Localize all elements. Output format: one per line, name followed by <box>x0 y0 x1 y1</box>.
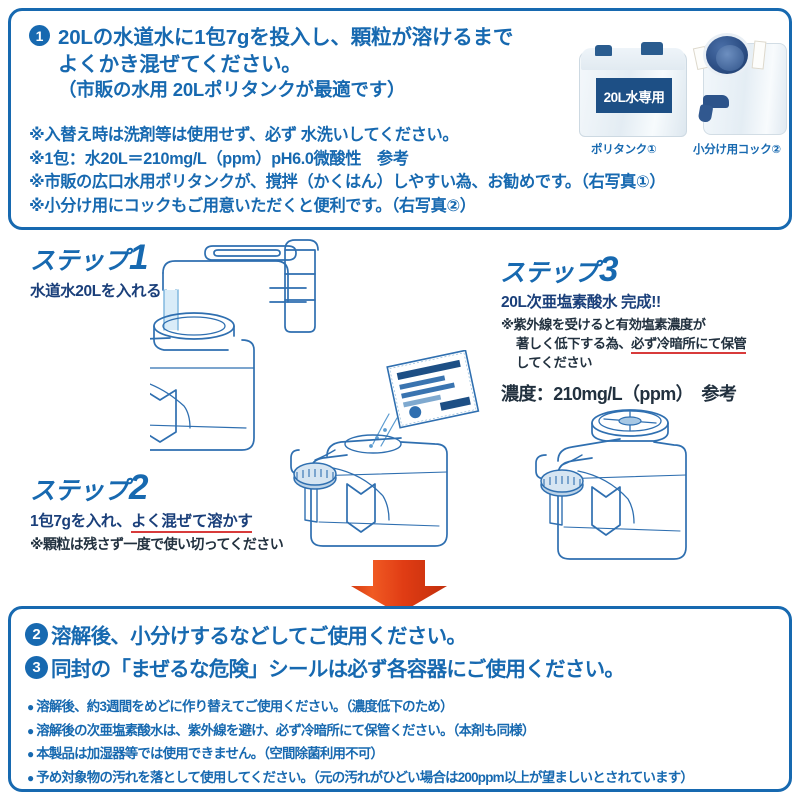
tank-screw-cap <box>293 462 337 490</box>
polytank-small-cap-icon <box>595 45 612 56</box>
step3-subtitle: 20L次亜塩素酸水 完成!! <box>501 294 661 311</box>
top-note-2: ※1包：水20L＝210mg/L（ppm）pH6.0微酸性 参考 <box>29 149 409 168</box>
bottom-headline-block: 2 溶解後、小分けするなどしてご使用ください。 3 同封の「まぜるな危険」シール… <box>25 619 781 685</box>
cock-lid-inner <box>716 45 744 71</box>
bullet-item: ● 予め対象物の汚れを落として使用してください。（元の汚れがひどい場合は200p… <box>27 766 783 786</box>
step3-concentration: 濃度：210mg/L（ppm） 参考 <box>501 384 737 404</box>
bottom-item-2: 2 溶解後、小分けするなどしてご使用ください。 <box>25 619 781 649</box>
polytank-large-cap-icon <box>641 42 663 55</box>
bullet-text-3: 本製品は加湿器等では使用できません。（空間除菌利用不可） <box>36 746 384 761</box>
step2-title: ステップ2 <box>30 468 148 508</box>
polytank-label-text: 20L水専用 <box>596 78 672 113</box>
step-number-badge-2: 2 <box>25 622 48 646</box>
top-instruction-panel: 1 20Lの水道水に1包7gを投入し、顆粒が溶けるまで よくかき混ぜてください。… <box>8 8 792 230</box>
headline-line-1: 20Lの水道水に1包7gを投入し、顆粒が溶けるまで <box>58 26 514 49</box>
step-number-badge-1: 1 <box>29 25 50 46</box>
cock-caption: 小分け用コック② <box>693 144 781 156</box>
sachet-packet <box>386 350 480 429</box>
polytank-photo: 20L水専用 <box>579 39 687 137</box>
bullet-text-4: 予め対象物の汚れを落として使用してください。（元の汚れがひどい場合は200ppm… <box>36 769 694 785</box>
cock-photo <box>689 29 793 137</box>
step1-subtitle: 水道水20Lを入れる <box>30 283 162 300</box>
step2-title-kana: ステップ <box>30 477 129 505</box>
bottom-item-3-text: 同封の「まぜるな危険」シールは必ず各容器にご使用ください。 <box>51 658 625 681</box>
step2-subtitle-plain: 1包7gを入れ、 <box>30 513 132 530</box>
step3-note-line2-underlined: 必ず冷暗所にて保管 <box>631 335 747 354</box>
headline-line-3: （市販の水用 20Lポリタンクが最適です） <box>58 79 406 101</box>
cock-tap-icon <box>697 95 729 123</box>
step1-title-number: 1 <box>129 238 148 277</box>
bullet-item: ● 溶解後、約3週間をめどに作り替えてご使用ください。（濃度低下のため） <box>27 695 783 715</box>
top-notes-block: ※入替え時は洗剤等は使用せず、必ず 水洗いしてください。 ※1包：水20L＝21… <box>29 124 666 219</box>
step3-illustration <box>535 409 687 560</box>
top-note-3: ※市販の広口水用ポリタンクが、撹拌（かくはん）しやすい為、お勧めです。（右写真①… <box>29 173 666 192</box>
bottom-instruction-panel: 2 溶解後、小分けするなどしてご使用ください。 3 同封の「まぜるな危険」シール… <box>8 606 792 792</box>
step3-note-block: ※紫外線を受けると有効塩素濃度が 著しく低下する為、必ず冷暗所にて保管 してくだ… <box>501 316 747 373</box>
bullet-marker-icon: ● <box>27 723 35 738</box>
step1-title: ステップ1 <box>30 238 148 278</box>
step1-illustration <box>150 239 319 451</box>
step2-subtitle: 1包7gを入れ、よく混ぜて溶かす <box>30 509 253 533</box>
polytank-caption: ポリタンク① <box>591 144 657 156</box>
bottom-item-3: 3 同封の「まぜるな危険」シールは必ず各容器にご使用ください。 <box>25 652 781 682</box>
headline-row-1: 1 20Lの水道水に1包7gを投入し、顆粒が溶けるまで <box>29 25 609 52</box>
product-photo-group: 20L水専用 ポリタンク① 小分け用コック② <box>569 23 797 159</box>
step2-illustration <box>290 350 480 547</box>
cock-tap-spout <box>697 104 714 123</box>
down-arrow-icon <box>351 560 447 614</box>
bottom-bullet-list: ● 溶解後、約3週間をめどに作り替えてご使用ください。（濃度低下のため） ● 溶… <box>27 695 783 789</box>
step3-title-kana: ステップ <box>500 259 599 287</box>
step-number-badge-3: 3 <box>25 655 48 679</box>
step2-note: ※顆粒は残さず一度で使い切ってください <box>30 536 284 552</box>
bullet-item: ● 溶解後の次亜塩素酸水は、紫外線を避け、必ず冷暗所にて保管ください。（本剤も同… <box>27 719 783 739</box>
top-note-1: ※入替え時は洗剤等は使用せず、必ず 水洗いしてください。 <box>29 126 459 144</box>
top-headline-block: 1 20Lの水道水に1包7gを投入し、顆粒が溶けるまで よくかき混ぜてください。… <box>29 25 609 102</box>
step3-note-line3: してください <box>516 354 592 370</box>
bullet-item: ● 本製品は加湿器等では使用できません。（空間除菌利用不可） <box>27 742 783 762</box>
step2-title-number: 2 <box>129 468 148 507</box>
bullet-marker-icon: ● <box>27 747 35 761</box>
bullet-marker-icon: ● <box>27 770 35 785</box>
bullet-text-2: 溶解後の次亜塩素酸水は、紫外線を避け、必ず冷暗所にて保管ください。（本剤も同様） <box>36 722 535 738</box>
step3-note-line1: ※紫外線を受けると有効塩素濃度が <box>501 317 706 332</box>
step2-subtitle-underlined: よく混ぜて溶かす <box>131 513 253 533</box>
tank-screw-cap-3 <box>540 469 584 497</box>
step1-title-kana: ステップ <box>30 247 129 275</box>
cock-lid-icon <box>703 33 751 77</box>
step3-note-line2-plain: 著しく低下する為、 <box>516 335 632 351</box>
step3-title: ステップ3 <box>500 250 618 290</box>
step3-title-number: 3 <box>599 250 618 289</box>
bullet-text-1: 溶解後、約3週間をめどに作り替えてご使用ください。（濃度低下のため） <box>36 699 453 714</box>
bottom-item-2-text: 溶解後、小分けするなどしてご使用ください。 <box>51 625 467 648</box>
bullet-marker-icon: ● <box>27 700 35 714</box>
top-note-4: ※小分け用にコックもご用意いただくと便利です。（右写真②） <box>29 196 476 215</box>
headline-line-2: よくかき混ぜてください。 <box>58 52 302 76</box>
step3-note-line2: 著しく低下する為、必ず冷暗所にて保管 <box>501 335 747 354</box>
